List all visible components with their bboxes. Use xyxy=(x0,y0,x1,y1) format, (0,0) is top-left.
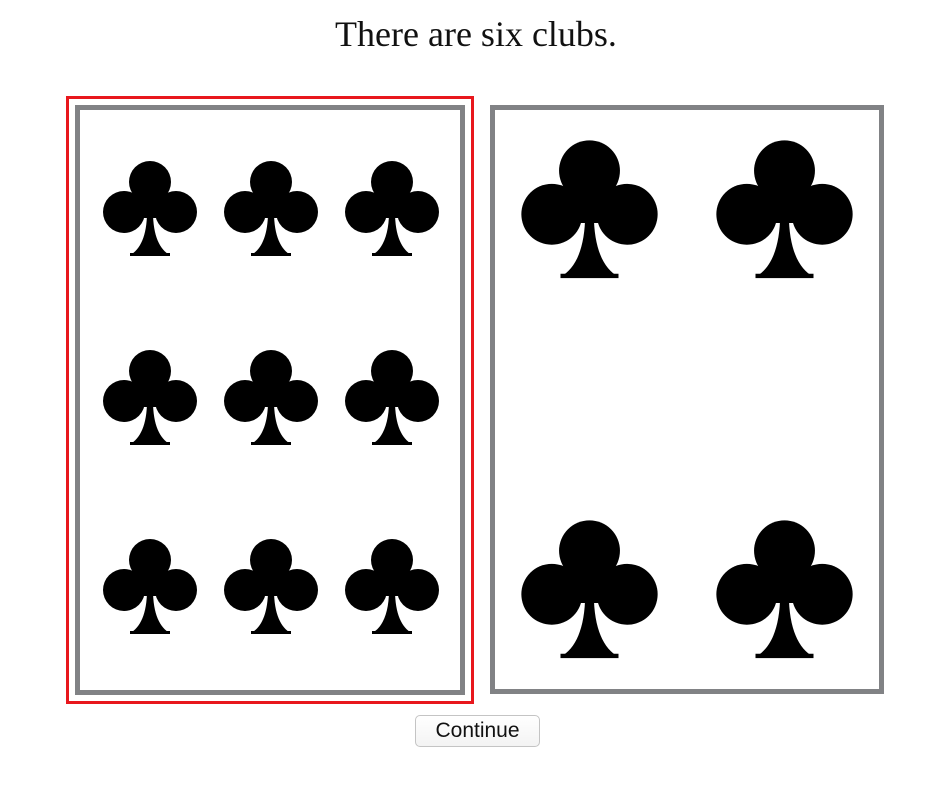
club-icon xyxy=(221,347,321,447)
continue-button[interactable]: Continue xyxy=(415,715,540,747)
club-icon xyxy=(100,158,200,258)
club-icon xyxy=(517,516,662,661)
club-icon xyxy=(712,136,857,281)
card-right xyxy=(490,105,884,694)
club-icon xyxy=(342,158,442,258)
club-icon xyxy=(221,158,321,258)
club-icon xyxy=(221,536,321,636)
club-icon xyxy=(712,516,857,661)
card-left xyxy=(75,105,465,695)
club-icon xyxy=(100,536,200,636)
club-icon xyxy=(342,536,442,636)
card-option-right[interactable] xyxy=(490,105,884,694)
club-icon xyxy=(517,136,662,281)
club-icon xyxy=(100,347,200,447)
prompt-text: There are six clubs. xyxy=(335,14,617,54)
club-icon xyxy=(342,347,442,447)
card-option-left[interactable] xyxy=(66,96,474,704)
